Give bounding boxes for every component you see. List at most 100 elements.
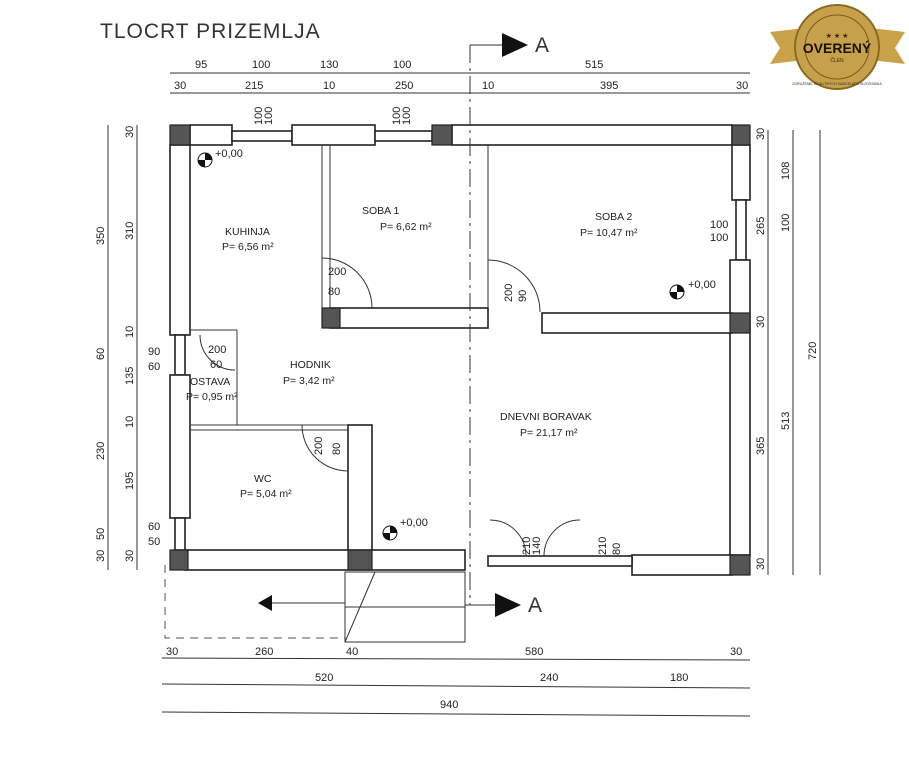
dimension-label: 10 <box>124 416 136 428</box>
dimension-label: 180 <box>670 672 688 684</box>
level-markers <box>197 152 685 541</box>
walls <box>169 124 751 576</box>
section-label: A <box>528 594 543 617</box>
wall <box>329 307 489 329</box>
room-name: HODNIK <box>290 359 331 371</box>
dimension-label: 90 <box>517 290 529 302</box>
dimension-label: 90 <box>148 346 160 358</box>
dimension-label: 100 <box>252 59 270 71</box>
wall <box>184 549 466 571</box>
section-line <box>465 33 528 617</box>
room-area: P= 10,47 m² <box>580 227 638 239</box>
dimension-label: 140 <box>531 537 543 555</box>
dimension-label: 30 <box>166 646 178 658</box>
dimension-label: 215 <box>245 80 263 92</box>
room-area: P= 6,56 m² <box>222 241 274 253</box>
badge-ring-text: ZDRUŽENIE REALITNÝCH KANCELÁRIÍ SLOVENSK… <box>792 81 882 86</box>
window <box>174 517 186 551</box>
dimension-label: 60 <box>210 359 222 371</box>
dimension-label: 30 <box>730 646 742 658</box>
room-area: P= 6,62 m² <box>380 221 432 233</box>
verified-member-badge: ★ ★ ★ OVERENÝ ČLEN ZDRUŽENIE REALITNÝCH … <box>770 2 905 92</box>
wall <box>189 124 233 146</box>
room-area: P= 0,95 m² <box>186 391 238 403</box>
dimension-label: 720 <box>807 342 819 360</box>
dimension-label: 365 <box>755 437 767 455</box>
dimension-label: 350 <box>95 227 107 245</box>
dimension-label: 10 <box>482 80 494 92</box>
dimension-label: 240 <box>540 672 558 684</box>
dimension-label: 100 <box>253 107 265 125</box>
dimension-label: 30 <box>755 128 767 140</box>
level-label: +0,00 <box>400 517 428 529</box>
room-area: P= 21,17 m² <box>520 427 578 439</box>
dimension-label: 30 <box>124 550 136 562</box>
wall <box>541 312 733 334</box>
dimension-label: 100 <box>391 107 403 125</box>
entrance-doors <box>487 555 633 567</box>
dimension-label: 200 <box>503 284 515 302</box>
dimension-label: 30 <box>736 80 748 92</box>
dimension-label: 100 <box>401 107 413 125</box>
wall <box>347 424 373 551</box>
badge-stars: ★ ★ ★ <box>826 32 849 40</box>
window <box>735 199 747 261</box>
room-area: P= 5,04 m² <box>240 488 292 500</box>
dimension-label: 100 <box>393 59 411 71</box>
dimension-label: 50 <box>95 528 107 540</box>
dimension-label: 195 <box>124 472 136 490</box>
stairs <box>164 565 466 643</box>
dimension-label: 60 <box>148 521 160 533</box>
room-name: SOBA 1 <box>362 205 400 217</box>
plan-title: TLOCRT PRIZEMLJA <box>100 20 321 43</box>
dimension-label: 100 <box>710 232 728 244</box>
dimension-label: 10 <box>124 326 136 338</box>
dimension-label: 130 <box>320 59 338 71</box>
dimension-label: 80 <box>331 443 343 455</box>
room-name: DNEVNI BORAVAK <box>500 411 592 423</box>
dimension-label: 10 <box>323 80 335 92</box>
dimension-label: 310 <box>124 222 136 240</box>
dimension-label: 30 <box>174 80 186 92</box>
wall <box>169 144 191 336</box>
wall <box>631 554 733 576</box>
dimension-label: 60 <box>95 348 107 360</box>
room-name: WC <box>254 473 272 485</box>
dimension-label: 30 <box>755 316 767 328</box>
dimension-lines <box>107 72 821 717</box>
wall <box>451 124 733 146</box>
dimension-label: 265 <box>755 217 767 235</box>
dimension-label: 30 <box>124 126 136 138</box>
window <box>174 334 186 376</box>
badge-main: OVERENÝ <box>803 39 872 56</box>
room-name: SOBA 2 <box>595 211 633 223</box>
level-label: +0,00 <box>215 148 243 160</box>
dimension-label: 108 <box>780 162 792 180</box>
dimension-label: 100 <box>263 107 275 125</box>
section-label: A <box>535 34 550 57</box>
dimension-label: 80 <box>611 543 623 555</box>
window <box>231 130 293 142</box>
dimension-label: 200 <box>208 344 226 356</box>
section-arrow-icon <box>502 33 528 57</box>
level-label: +0,00 <box>688 279 716 291</box>
dimension-label: 250 <box>395 80 413 92</box>
door-swings <box>199 257 581 557</box>
dimension-label: 30 <box>755 558 767 570</box>
arrow-icon <box>258 595 272 611</box>
wall <box>731 144 751 201</box>
dimension-label: 940 <box>440 699 458 711</box>
badge-sub: ČLEN <box>830 57 844 64</box>
room-area: P= 3,42 m² <box>283 375 335 387</box>
dimension-label: 580 <box>525 646 543 658</box>
dimension-label: 30 <box>95 550 107 562</box>
dimension-label: 50 <box>148 536 160 548</box>
dimension-label: 395 <box>600 80 618 92</box>
dimension-label: 513 <box>780 412 792 430</box>
dimension-label: 100 <box>710 219 728 231</box>
dimension-label: 80 <box>328 286 340 298</box>
dimension-label: 200 <box>313 437 325 455</box>
dimension-label: 260 <box>255 646 273 658</box>
dimension-label: 200 <box>328 266 346 278</box>
